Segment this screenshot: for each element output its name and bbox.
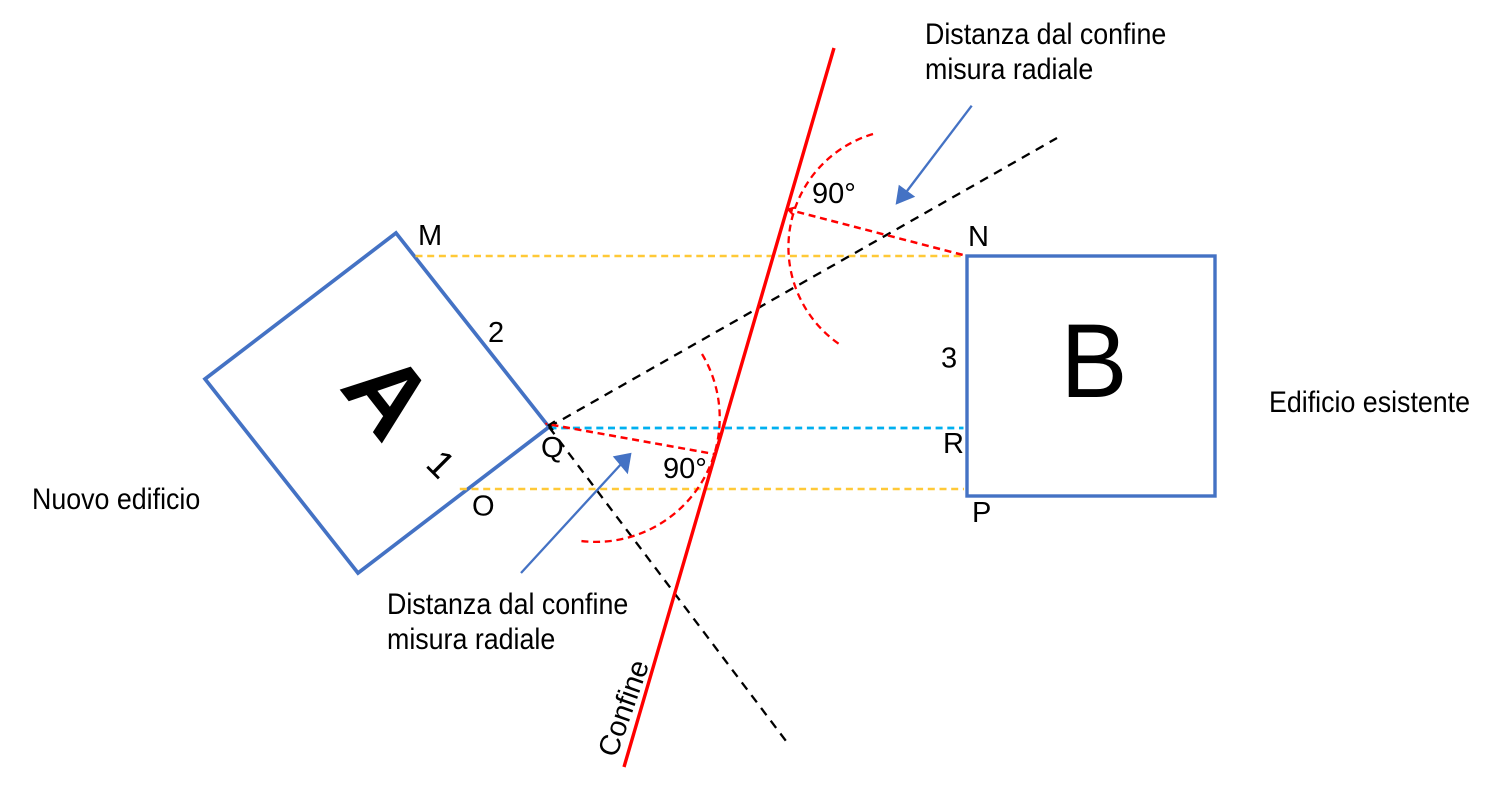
svg-text:90°: 90° bbox=[663, 453, 707, 485]
svg-text:O: O bbox=[472, 491, 495, 523]
svg-text:3: 3 bbox=[941, 343, 957, 375]
svg-text:R: R bbox=[943, 428, 964, 460]
svg-text:Confine: Confine bbox=[592, 656, 656, 761]
svg-text:M: M bbox=[418, 220, 442, 252]
svg-text:90°: 90° bbox=[812, 178, 856, 210]
svg-text:Q: Q bbox=[541, 432, 564, 464]
svg-text:2: 2 bbox=[488, 317, 504, 349]
svg-text:P: P bbox=[972, 497, 991, 529]
svg-text:N: N bbox=[968, 221, 989, 253]
svg-text:B: B bbox=[1061, 303, 1128, 420]
